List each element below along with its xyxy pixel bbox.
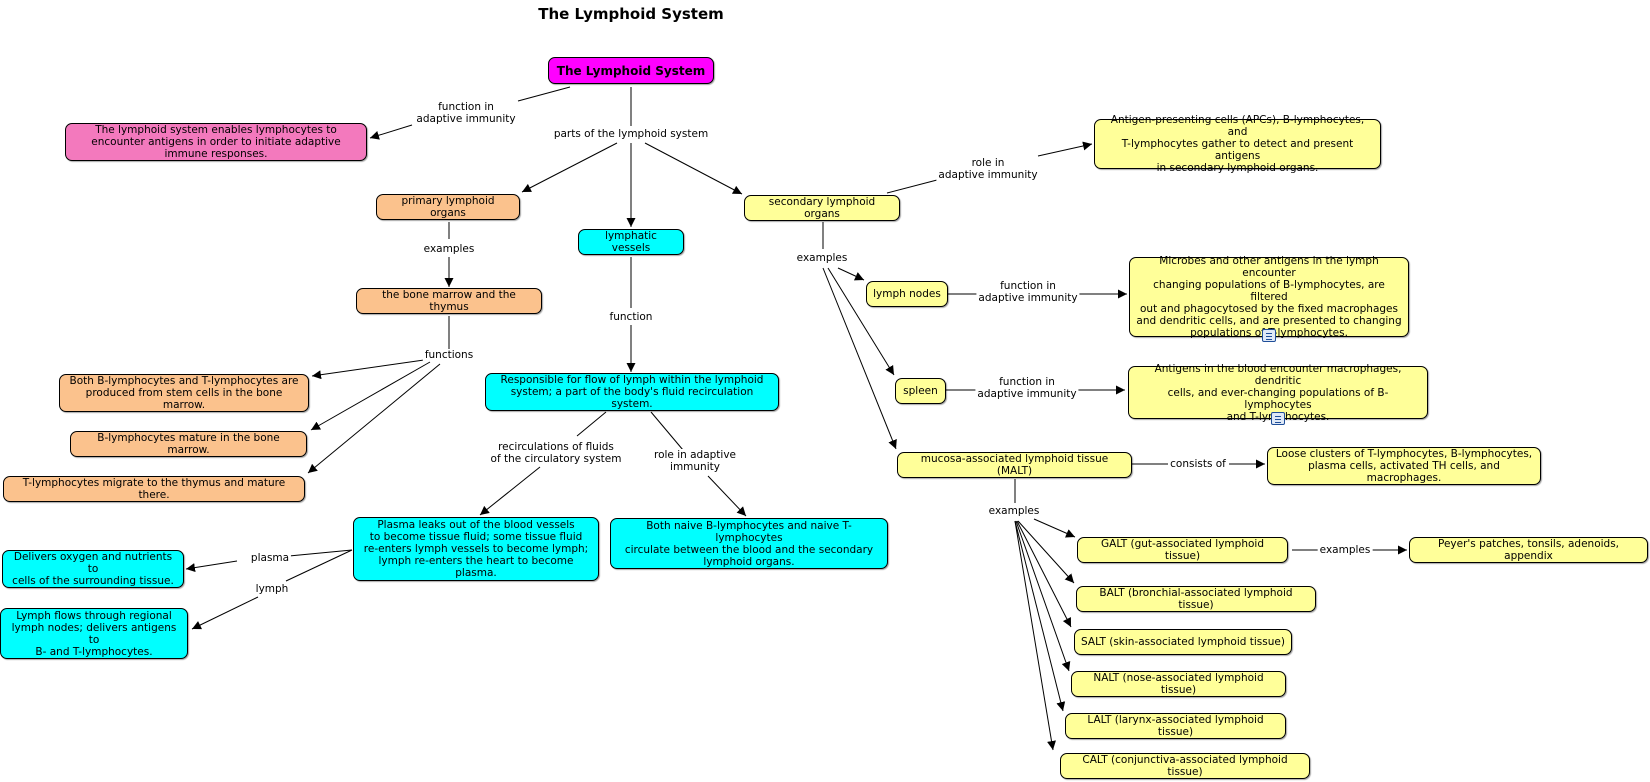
document-icon[interactable]	[1262, 329, 1276, 342]
link-label: examples	[794, 252, 850, 264]
lymphatic-vessels[interactable]: lymphatic vessels	[578, 229, 684, 255]
galt[interactable]: GALT (gut-associated lymphoid tissue)	[1077, 537, 1288, 563]
document-icon[interactable]	[1271, 412, 1285, 425]
lymph-flow[interactable]: Lymph flows through regional lymph nodes…	[0, 608, 188, 659]
primary-function-2[interactable]: B-lymphocytes mature in the bone marrow.	[70, 431, 307, 457]
galt-examples[interactable]: Peyer's patches, tonsils, adenoids, appe…	[1409, 537, 1648, 563]
secondary-lymphoid-organs[interactable]: secondary lymphoid organs	[744, 195, 900, 221]
lymph-nodes-function[interactable]: Microbes and other antigens in the lymph…	[1129, 255, 1409, 339]
link-label: function in adaptive immunity	[975, 376, 1079, 400]
malt[interactable]: mucosa-associated lymphoid tissue (MALT)	[897, 452, 1132, 478]
page-title: The Lymphoid System	[538, 5, 724, 23]
nalt[interactable]: NALT (nose-associated lymphoid tissue)	[1071, 671, 1286, 697]
lymph-nodes[interactable]: lymph nodes	[866, 281, 948, 307]
vessels-function[interactable]: Responsible for flow of lymph within the…	[485, 373, 779, 411]
link-label: recirculations of fluids of the circulat…	[488, 441, 624, 465]
salt[interactable]: SALT (skin-associated lymphoid tissue)	[1074, 629, 1292, 655]
secondary-role[interactable]: Antigen-presenting cells (APCs), B-lymph…	[1094, 114, 1381, 174]
lalt[interactable]: LALT (larynx-associated lymphoid tissue)	[1065, 713, 1286, 739]
oxygen-nutrients[interactable]: Delivers oxygen and nutrients to cells o…	[2, 550, 184, 588]
link-label: examples	[1317, 544, 1373, 556]
plasma-leak[interactable]: Plasma leaks out of the blood vessels to…	[353, 517, 599, 581]
link-label: role in adaptive immunity	[936, 157, 1040, 181]
link-label: role in adaptive immunity	[651, 449, 739, 473]
link-label: examples	[986, 505, 1042, 517]
link-label: function	[607, 311, 655, 323]
primary-lymphoid-organs[interactable]: primary lymphoid organs	[376, 194, 520, 220]
link-label: consists of	[1168, 458, 1228, 470]
spleen-function[interactable]: Antigens in the blood encounter macropha…	[1128, 363, 1428, 423]
link-label: parts of the lymphoid system	[551, 128, 711, 140]
link-label: lymph	[253, 583, 291, 595]
calt[interactable]: CALT (conjunctiva-associated lymphoid ti…	[1060, 753, 1310, 779]
root-concept[interactable]: The Lymphoid System	[548, 57, 714, 84]
balt[interactable]: BALT (bronchial-associated lymphoid tiss…	[1076, 586, 1316, 612]
link-label: functions	[422, 349, 476, 361]
primary-function-3[interactable]: T-lymphocytes migrate to the thymus and …	[3, 476, 305, 502]
naive-lymphocytes[interactable]: Both naive B-lymphocytes and naive T-lym…	[610, 518, 888, 569]
link-label: examples	[421, 243, 477, 255]
primary-function-1[interactable]: Both B-lymphocytes and T-lymphocytes are…	[59, 374, 309, 412]
spleen[interactable]: spleen	[895, 378, 946, 404]
link-label: plasma	[248, 552, 292, 564]
malt-consists[interactable]: Loose clusters of T-lymphocytes, B-lymph…	[1267, 447, 1541, 485]
link-label: function in adaptive immunity	[414, 101, 518, 125]
link-label: function in adaptive immunity	[976, 280, 1080, 304]
bone-marrow-thymus[interactable]: the bone marrow and the thymus	[356, 288, 542, 314]
summary-concept[interactable]: The lymphoid system enables lymphocytes …	[65, 123, 367, 161]
